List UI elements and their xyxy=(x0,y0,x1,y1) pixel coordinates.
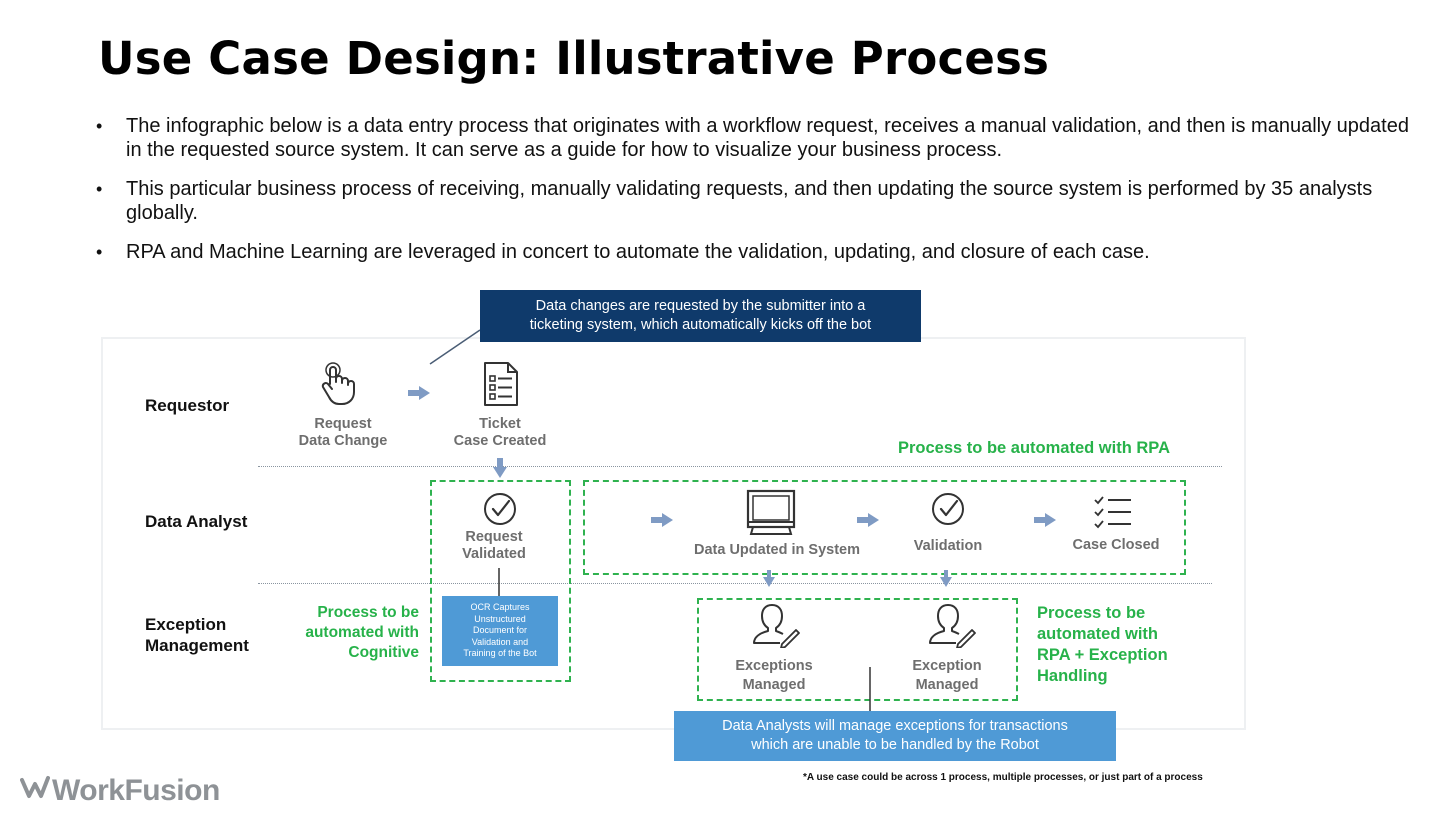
arrow-right-icon xyxy=(408,386,430,400)
arrow-right-icon xyxy=(651,513,673,527)
bullet-item: •This particular business process of rec… xyxy=(96,177,1416,225)
rpa-exception-automation-box xyxy=(697,598,1018,701)
bullet-item: •RPA and Machine Learning are leveraged … xyxy=(96,240,1416,264)
label-line: Process to be xyxy=(317,604,419,621)
step-label-line: Exception xyxy=(912,658,982,674)
step-label-line: Case Created xyxy=(453,433,547,449)
bullet-list: •The infographic below is a data entry p… xyxy=(96,114,1416,279)
arrow-right-icon xyxy=(857,513,879,527)
step-label-line: Request xyxy=(465,529,523,545)
check-circle-icon xyxy=(932,493,964,525)
exceptions-callout: Data Analysts will manage exceptions for… xyxy=(674,711,1116,761)
rpa-automation-label: Process to be automated with RPA xyxy=(898,439,1170,457)
user-edit-icon xyxy=(929,604,976,648)
lane-label-requestor: Requestor xyxy=(145,396,230,415)
ticketing-callout: Data changes are requested by the submit… xyxy=(480,290,921,342)
ocr-callout: OCR Captures Unstructured Document for V… xyxy=(442,596,558,666)
label-line: RPA + Exception xyxy=(1037,646,1168,664)
callout-line: Unstructured xyxy=(474,613,526,624)
step-request-data-change: Request Data Change xyxy=(293,416,393,450)
step-ticket-case-created: Ticket Case Created xyxy=(445,416,555,450)
step-label-line: Validated xyxy=(462,546,526,562)
logo-text: WorkFusion xyxy=(52,774,220,808)
callout-line: ticketing system, which automatically ki… xyxy=(529,317,872,333)
step-label-line: Ticket xyxy=(479,416,521,432)
user-edit-icon xyxy=(753,604,800,648)
step-validation: Validation xyxy=(913,538,983,554)
callout-line: OCR Captures xyxy=(470,602,530,612)
lane-divider xyxy=(258,583,1212,584)
lane-divider xyxy=(258,466,1222,467)
cognitive-automation-box xyxy=(430,480,571,682)
callout-line: which are unable to be handled by the Ro… xyxy=(751,737,1039,753)
document-checklist-icon xyxy=(484,362,518,406)
step-exceptions-managed: Exceptions Managed xyxy=(724,657,824,695)
checklist-icon xyxy=(1094,496,1131,529)
step-request-validated: Request Validated xyxy=(449,529,539,563)
bullet-item: •The infographic below is a data entry p… xyxy=(96,114,1416,162)
rpa-automation-box xyxy=(583,480,1186,575)
step-exception-managed: Exception Managed xyxy=(897,657,997,695)
hand-pointer-icon xyxy=(321,362,355,405)
label-line: automated with xyxy=(305,624,419,641)
workfusion-logo: WorkFusion xyxy=(20,773,220,808)
callout-line: Data Analysts will manage exceptions for… xyxy=(722,718,1068,734)
label-line: Handling xyxy=(1037,667,1108,685)
rpa-exception-automation-label: Process to be automated with RPA + Excep… xyxy=(1037,603,1168,687)
arrow-down-icon xyxy=(493,458,507,478)
step-case-closed: Case Closed xyxy=(1072,537,1160,553)
step-label-line: Managed xyxy=(742,677,806,693)
label-line: Cognitive xyxy=(348,644,419,661)
lane-label-line: Exception xyxy=(145,615,227,634)
label-line: automated with xyxy=(1037,625,1159,643)
bullet-text: This particular business process of rece… xyxy=(126,178,1373,224)
check-circle-icon xyxy=(484,493,516,525)
footnote: *A use case could be across 1 process, m… xyxy=(803,772,1203,783)
lane-label-exception-management: Exception Management xyxy=(145,614,249,656)
bullet-text: RPA and Machine Learning are leveraged i… xyxy=(126,241,1150,263)
label-line: Process to be xyxy=(1037,604,1146,622)
arrow-right-icon xyxy=(1034,513,1056,527)
callout-line: Training of the Bot xyxy=(463,648,537,658)
step-data-updated-in-system: Data Updated in System xyxy=(694,542,860,558)
page-title: Use Case Design: Illustrative Process xyxy=(98,32,1050,85)
logo-mark-icon xyxy=(20,774,50,808)
lane-label-data-analyst: Data Analyst xyxy=(145,512,248,531)
cognitive-automation-label: Process to be automated with Cognitive xyxy=(290,603,419,663)
step-label-line: Exceptions xyxy=(735,658,813,674)
step-label-line: Data Change xyxy=(298,433,388,449)
arrow-down-icon xyxy=(940,570,952,587)
lane-label-line: Management xyxy=(145,636,249,655)
callout-line: Validation and xyxy=(471,636,529,647)
step-label-line: Managed xyxy=(915,677,979,693)
callout-line: Data changes are requested by the submit… xyxy=(535,298,866,314)
callout-line: Document for xyxy=(472,625,528,635)
callout-pointer-line xyxy=(429,329,481,365)
bullet-text: The infographic below is a data entry pr… xyxy=(126,115,1409,161)
step-label-line: Request xyxy=(314,416,372,432)
arrow-down-icon xyxy=(763,570,775,587)
computer-monitor-icon xyxy=(746,489,796,535)
